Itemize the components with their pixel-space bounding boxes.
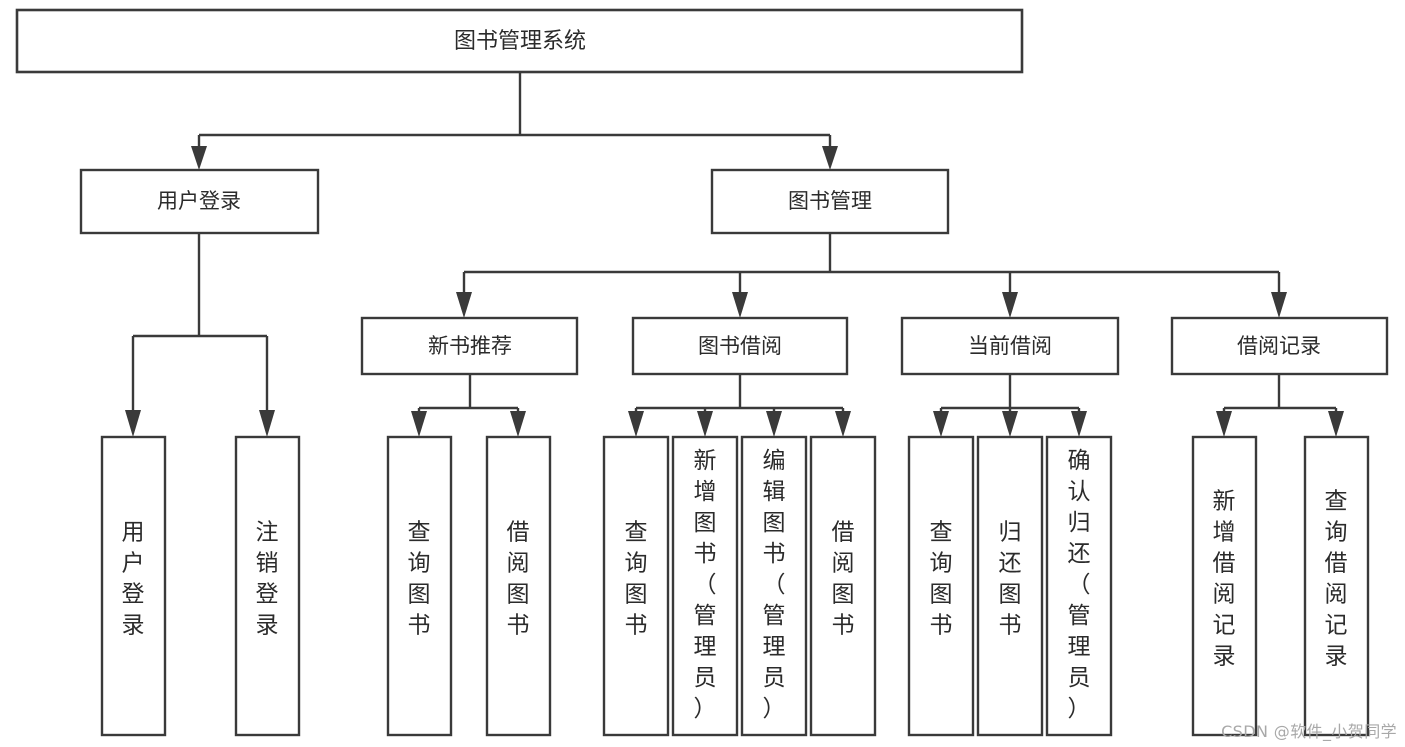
arrow-head-current-confirm <box>1071 411 1087 437</box>
node-user-login-label: 用户登录 <box>157 189 241 213</box>
arrow-head-book-borrow <box>732 292 748 318</box>
leaf-current-confirm-return-box[interactable] <box>1045 435 1113 737</box>
leaf-borrow-query-book-label: 查询图书 <box>625 520 648 639</box>
leaf-record-add[interactable]: 新增借阅记录 <box>1191 435 1258 737</box>
leaf-current-return-book-label: 归还图书 <box>999 520 1022 639</box>
leaf-user-login[interactable]: 用户登录 <box>100 435 167 737</box>
node-current-borrow[interactable]: 当前借阅 <box>900 316 1120 376</box>
leaf-current-confirm-return[interactable]: 确认归还（管理员） <box>1045 435 1113 737</box>
node-user-login-box[interactable] <box>79 168 320 235</box>
node-new-book-recommend[interactable]: 新书推荐 <box>360 316 579 376</box>
arrow-head-current-return <box>1002 411 1018 437</box>
leaf-record-add-box[interactable] <box>1191 435 1258 737</box>
node-root-box[interactable] <box>15 8 1024 74</box>
node-root-label: 图书管理系统 <box>454 29 586 54</box>
arrow-head-borrow-add <box>697 411 713 437</box>
arrow-head-book-mgmt <box>822 146 838 170</box>
leaf-record-add-label: 新增借阅记录 <box>1213 489 1236 670</box>
leaf-user-login-box[interactable] <box>100 435 167 737</box>
arrow-head-borrow-record <box>1271 292 1287 318</box>
node-root[interactable]: 图书管理系统 <box>15 8 1024 74</box>
node-book-borrow[interactable]: 图书借阅 <box>631 316 849 376</box>
leaf-current-return-book-box[interactable] <box>976 435 1044 737</box>
arrow-head-recommend-query <box>411 411 427 437</box>
leaf-current-confirm-return-label: 确认归还（管理员） <box>1068 448 1091 722</box>
node-new-book-recommend-label: 新书推荐 <box>428 334 512 358</box>
node-book-management[interactable]: 图书管理 <box>710 168 950 235</box>
arrow-head-record-add <box>1216 411 1232 437</box>
leaf-logout-label: 注销登录 <box>256 520 279 639</box>
leaf-borrow-edit-book[interactable]: 编辑图书（管理员） <box>740 435 808 737</box>
arrow-head-current-query <box>933 411 949 437</box>
leaf-user-login-label: 用户登录 <box>122 520 145 639</box>
arrow-head-new-book <box>456 292 472 318</box>
node-current-borrow-box[interactable] <box>900 316 1120 376</box>
leaf-borrow-edit-book-label: 编辑图书（管理员） <box>763 448 786 722</box>
leaf-borrow-query-book[interactable]: 查询图书 <box>602 435 670 737</box>
leaf-borrow-add-book[interactable]: 新增图书（管理员） <box>671 435 739 737</box>
node-book-borrow-box[interactable] <box>631 316 849 376</box>
arrow-head-user-login <box>191 146 207 170</box>
node-book-management-label: 图书管理 <box>788 189 872 213</box>
node-book-management-box[interactable] <box>710 168 950 235</box>
leaf-logout-box[interactable] <box>234 435 301 737</box>
arrow-head-borrow-lend <box>835 411 851 437</box>
connector-layer <box>125 72 1344 437</box>
node-new-book-recommend-box[interactable] <box>360 316 579 376</box>
node-current-borrow-label: 当前借阅 <box>968 334 1052 358</box>
leaf-logout[interactable]: 注销登录 <box>234 435 301 737</box>
leaf-current-return-book[interactable]: 归还图书 <box>976 435 1044 737</box>
leaf-record-query-box[interactable] <box>1303 435 1370 737</box>
node-borrow-record-box[interactable] <box>1170 316 1389 376</box>
leaf-recommend-query-book-box[interactable] <box>386 435 453 737</box>
leaf-recommend-borrow-book[interactable]: 借阅图书 <box>485 435 552 737</box>
arrow-head-recommend-borrow <box>510 411 526 437</box>
leaf-borrow-edit-book-box[interactable] <box>740 435 808 737</box>
leaf-current-query-book[interactable]: 查询图书 <box>907 435 975 737</box>
leaf-current-query-book-box[interactable] <box>907 435 975 737</box>
arrow-head-leaf-user-login <box>125 410 141 437</box>
leaf-recommend-query-book[interactable]: 查询图书 <box>386 435 453 737</box>
node-user-login[interactable]: 用户登录 <box>79 168 320 235</box>
csdn-watermark: CSDN @软件_小贺同学 <box>1221 722 1397 741</box>
leaf-current-query-book-label: 查询图书 <box>930 520 953 639</box>
leaf-borrow-lend-book[interactable]: 借阅图书 <box>809 435 877 737</box>
arrow-head-borrow-query <box>628 411 644 437</box>
leaf-recommend-borrow-book-box[interactable] <box>485 435 552 737</box>
leaf-borrow-query-book-box[interactable] <box>602 435 670 737</box>
arrow-head-leaf-logout <box>259 410 275 437</box>
leaf-record-query-label: 查询借阅记录 <box>1325 489 1348 670</box>
leaf-record-query[interactable]: 查询借阅记录 <box>1303 435 1370 737</box>
leaf-borrow-add-book-label: 新增图书（管理员） <box>694 448 717 722</box>
leaf-recommend-query-book-label: 查询图书 <box>408 520 431 639</box>
leaf-borrow-add-book-box[interactable] <box>671 435 739 737</box>
node-borrow-record-label: 借阅记录 <box>1237 334 1321 358</box>
arrow-head-record-query <box>1328 411 1344 437</box>
leaf-recommend-borrow-book-label: 借阅图书 <box>507 520 530 639</box>
arrow-head-current-borrow <box>1002 292 1018 318</box>
node-book-borrow-label: 图书借阅 <box>698 334 782 358</box>
leaf-borrow-lend-book-label: 借阅图书 <box>832 520 855 639</box>
leaf-borrow-lend-book-box[interactable] <box>809 435 877 737</box>
arrow-head-borrow-edit <box>766 411 782 437</box>
node-borrow-record[interactable]: 借阅记录 <box>1170 316 1389 376</box>
